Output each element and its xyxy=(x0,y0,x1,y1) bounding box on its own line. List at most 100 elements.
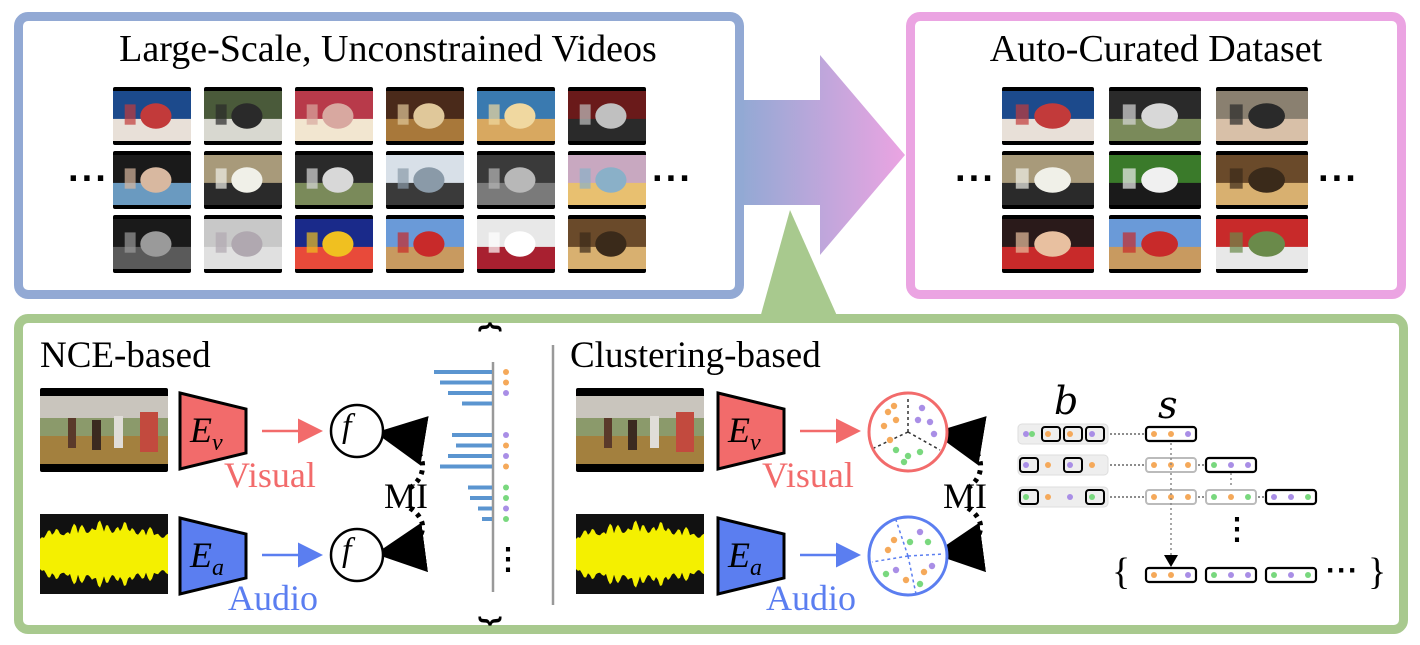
nce-vdots: ⋮ xyxy=(493,543,523,576)
nce-arrows xyxy=(0,0,420,260)
cluster-point xyxy=(902,576,910,584)
source-thumbnail-bicycle-gears xyxy=(386,151,464,209)
selection-vdots: ⋮ xyxy=(1222,513,1252,546)
nce-audio-waveform xyxy=(40,514,168,594)
cluster-point xyxy=(904,452,912,460)
cluster-point xyxy=(900,458,908,466)
nce-audio-encoder-label: Ea xyxy=(190,535,224,582)
source-thumbnail-candy-shelf xyxy=(295,215,373,273)
nce-audio-projection xyxy=(329,527,385,583)
cluster-point xyxy=(916,528,924,536)
nce-score-bars xyxy=(434,369,509,522)
cluster-point xyxy=(930,430,938,438)
score-bar xyxy=(470,496,492,500)
cluster-point xyxy=(906,538,914,546)
nce-visual-func-label: f xyxy=(342,408,352,445)
cluster-point xyxy=(882,570,890,578)
cluster-point xyxy=(880,422,888,430)
curated-thumbnail-black-white-dog xyxy=(1109,151,1201,209)
batch-label: b xyxy=(1054,379,1079,423)
clustering-mi-label: MI xyxy=(943,476,987,516)
clustering-video-frame xyxy=(576,388,704,472)
cluster-point xyxy=(892,416,900,424)
set-ellipsis: ··· xyxy=(1326,554,1359,587)
clustering-audio-encoder xyxy=(716,516,786,596)
source-thumbnail-phone-in-hand xyxy=(113,151,191,209)
source-thumbnail-car-door-panel xyxy=(113,215,191,273)
curated-ellipsis-left: ··· xyxy=(955,158,996,200)
curated-thumbnail-red-car-desert xyxy=(1109,215,1201,273)
source-thumbnail-dog-puppy xyxy=(568,215,646,273)
curated-thumbnail-man-guitar xyxy=(1216,87,1308,145)
cluster-point xyxy=(928,562,936,570)
score-bar xyxy=(448,391,492,395)
cluster-point xyxy=(916,580,924,588)
sample-dot xyxy=(503,379,509,386)
curated-thumbnail-puppies-bed xyxy=(1002,151,1094,209)
cluster-point xyxy=(892,566,900,574)
selected-set-label: s xyxy=(1158,383,1178,427)
curated-thumbnail-boxing-match xyxy=(1002,215,1094,273)
cluster-point xyxy=(886,436,894,444)
cluster-point xyxy=(884,546,892,554)
clustering-audio-encoder-label: Ea xyxy=(728,535,762,582)
cluster-point xyxy=(890,536,898,544)
source-thumbnail-cardboard-box xyxy=(477,87,555,145)
curated-thumbnail-marching-band xyxy=(1216,215,1308,273)
clustering-audio-label: Audio xyxy=(766,578,856,618)
cluster-point xyxy=(918,404,926,412)
score-bar xyxy=(440,464,492,469)
nce-audio-func-label: f xyxy=(342,532,352,569)
source-thumbnail-graph-paper xyxy=(204,215,282,273)
visual-cluster-circle xyxy=(867,391,949,473)
nce-visual-projection xyxy=(329,403,385,459)
source-thumbnail-news-anchors xyxy=(113,87,191,145)
sample-dot xyxy=(503,369,509,375)
greedy-selection-diagram xyxy=(1017,423,1318,584)
sample-dot xyxy=(503,463,509,470)
cluster-point xyxy=(914,416,922,424)
score-bar xyxy=(482,517,492,521)
source-ellipsis-left: ··· xyxy=(68,158,109,200)
source-thumbnail-red-car-desert xyxy=(386,215,464,273)
cluster-point xyxy=(920,568,928,576)
score-bar xyxy=(440,380,492,385)
clustering-visual-encoder-label: Ev xyxy=(728,410,761,457)
score-bar xyxy=(468,485,492,490)
sample-dot xyxy=(503,453,509,459)
curated-panel-title: Auto-Curated Dataset xyxy=(989,28,1323,70)
clustering-section-title: Clustering-based xyxy=(570,335,821,376)
source-ellipsis-right: ··· xyxy=(652,158,693,200)
sample-dot xyxy=(503,516,509,522)
curated-ellipsis-right: ··· xyxy=(1318,158,1359,200)
curated-thumbnail-news-anchors xyxy=(1002,87,1094,145)
score-bar xyxy=(456,443,492,448)
score-bar xyxy=(448,454,492,458)
nce-section-title: NCE-based xyxy=(40,335,211,376)
cluster-point xyxy=(890,402,898,410)
source-thumbnail-car-wheel xyxy=(568,87,646,145)
nce-brace-top: ⏞ xyxy=(478,323,502,368)
set-open-brace: { xyxy=(1112,551,1131,593)
cluster-point xyxy=(926,418,934,426)
score-bar xyxy=(462,401,492,406)
nce-visual-label: Visual xyxy=(224,455,316,495)
source-thumbnail-rally-car xyxy=(295,151,373,209)
nce-brace-bottom: ⏟ xyxy=(478,577,502,622)
source-thumbnail-shoe-closeup xyxy=(204,87,282,145)
nce-video-frame xyxy=(40,388,168,472)
source-thumbnail-grayscale-man xyxy=(477,151,555,209)
sample-dot xyxy=(503,390,509,396)
clustering-visual-encoder xyxy=(716,391,786,471)
source-thumbnail-teeth-model xyxy=(295,87,373,145)
sample-dot xyxy=(503,495,509,501)
sample-dot xyxy=(503,432,509,438)
nce-audio-label: Audio xyxy=(228,578,318,618)
audio-cluster-circle xyxy=(867,515,949,597)
source-thumbnail-red-car-showroom xyxy=(477,215,555,273)
nce-visual-encoder xyxy=(178,391,248,471)
cluster-point xyxy=(924,538,932,546)
cluster-point xyxy=(884,408,892,416)
score-bar xyxy=(434,370,492,374)
source-thumbnail-puppies-bed xyxy=(204,151,282,209)
